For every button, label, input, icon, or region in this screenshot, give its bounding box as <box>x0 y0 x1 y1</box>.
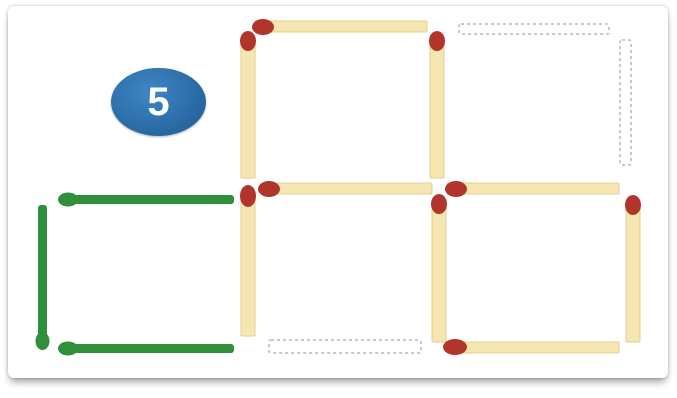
matchstick-lower-right-vertical <box>625 195 641 342</box>
green-matchstick-top <box>58 193 234 207</box>
matchstick-lower-middle-vertical <box>431 194 447 342</box>
matchstick-top-square-left <box>240 31 256 178</box>
removed-slot-top-right <box>459 24 609 34</box>
removed-slot-right-vertical <box>620 40 631 165</box>
removed-slot-bottom-middle <box>269 340 421 353</box>
matchstick-lower-left-vertical <box>240 185 256 336</box>
matchstick-middle-left-horizontal <box>258 181 432 197</box>
matchstick-top-square-top <box>252 19 427 35</box>
green-matchstick-bottom <box>58 342 234 356</box>
matchstick-middle-right-horizontal <box>445 181 619 197</box>
matchsticks <box>240 19 641 355</box>
matchstick-bottom-right-horizontal <box>443 339 619 355</box>
moved-matchsticks <box>36 193 235 356</box>
green-matchstick-left <box>36 205 50 350</box>
matchstick-top-square-right <box>429 31 445 178</box>
